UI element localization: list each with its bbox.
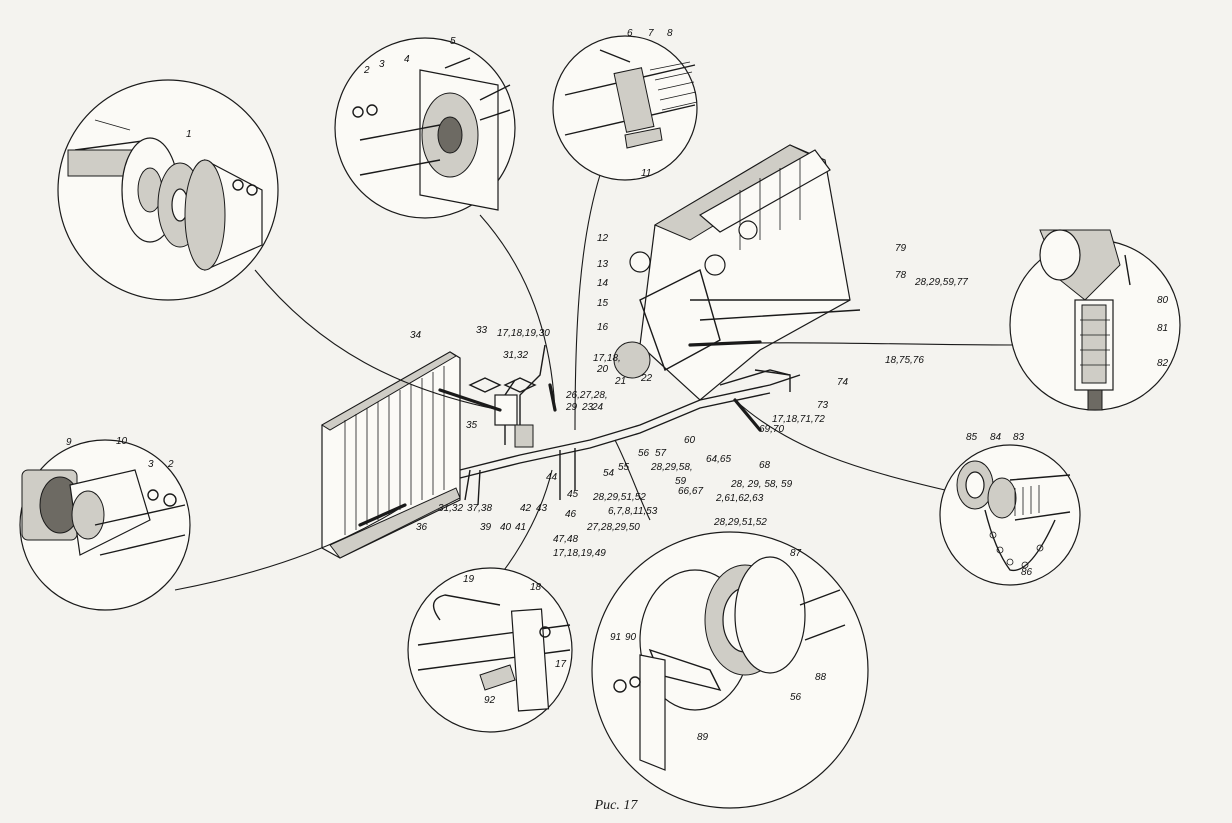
label-29: 29	[565, 402, 578, 413]
label-68: 68	[759, 460, 771, 471]
label-31-32-bottom: 31,32	[438, 503, 463, 514]
leader-curves	[174, 174, 1016, 611]
label-26-27-28: 26,27,28,	[565, 390, 608, 401]
label-4: 4	[404, 54, 410, 65]
label-56-bottom: 56	[790, 692, 802, 703]
label-2-61-62-63: 2,61,62,63	[715, 493, 764, 504]
label-86: 86	[1021, 567, 1033, 578]
label-22: 22	[640, 373, 653, 384]
label-17-18-19-30: 17,18,19,30	[497, 328, 550, 339]
label-56-top: 56	[638, 448, 650, 459]
label-43: 43	[536, 503, 548, 514]
label-17: 17	[555, 659, 567, 670]
label-92: 92	[484, 695, 496, 706]
label-90: 90	[625, 632, 637, 643]
label-7: 7	[648, 28, 654, 39]
label-44: 44	[546, 472, 558, 483]
label-64-65: 64,65	[706, 454, 731, 465]
part-labels: 1 2 3 4 5 6 7 8 11 12 13 14 15 16 17,18,…	[66, 28, 1169, 743]
detail-circle-flange-left	[19, 439, 191, 611]
label-16: 16	[597, 322, 609, 333]
label-36: 36	[416, 522, 428, 533]
detail-circle-flange-bolt	[334, 37, 516, 219]
label-47-48: 47,48	[553, 534, 578, 545]
label-9: 9	[66, 437, 72, 448]
label-81: 81	[1157, 323, 1168, 334]
label-18: 18	[530, 582, 542, 593]
label-66-67: 66,67	[678, 486, 703, 497]
label-33: 33	[476, 325, 488, 336]
label-14: 14	[597, 278, 609, 289]
detail-circle-bracket	[407, 567, 573, 733]
label-17-18-19-49: 17,18,19,49	[553, 548, 606, 559]
label-17-18-71-72: 17,18,71,72	[772, 414, 825, 425]
label-84: 84	[990, 432, 1002, 443]
label-6: 6	[627, 28, 633, 39]
label-42: 42	[520, 503, 532, 514]
label-3: 3	[379, 59, 385, 70]
label-6-7-8-11-53: 6,7,8,11,53	[608, 506, 658, 517]
label-11: 11	[641, 168, 651, 179]
figure-caption: Рис. 17	[594, 798, 638, 813]
label-74: 74	[837, 377, 849, 388]
label-41: 41	[515, 522, 526, 533]
label-5: 5	[450, 36, 456, 47]
detail-circle-hose-clamp	[552, 35, 698, 181]
label-20: 20	[596, 364, 609, 375]
label-28-29-58-59: 28, 29, 58, 59	[730, 479, 793, 490]
label-89: 89	[697, 732, 709, 743]
label-91: 91	[610, 632, 621, 643]
label-1: 1	[186, 129, 192, 140]
label-60: 60	[684, 435, 696, 446]
label-82: 82	[1157, 358, 1169, 369]
label-73: 73	[817, 400, 829, 411]
engine-block	[613, 144, 861, 401]
label-79: 79	[895, 243, 907, 254]
label-21: 21	[614, 376, 626, 387]
label-35: 35	[466, 420, 478, 431]
label-78: 78	[895, 270, 907, 281]
label-34: 34	[410, 330, 422, 341]
label-27-28-29-50: 27,28,29,50	[586, 522, 640, 533]
label-13: 13	[597, 259, 609, 270]
label-69-70: 69,70	[759, 424, 784, 435]
label-28-29-51-52-mid: 28,29,51,52	[592, 492, 646, 503]
label-59: 59	[675, 476, 687, 487]
label-83: 83	[1013, 432, 1025, 443]
label-8: 8	[667, 28, 673, 39]
label-24: 24	[591, 402, 604, 413]
label-40: 40	[500, 522, 512, 533]
label-80: 80	[1157, 295, 1169, 306]
label-28-29-51-52-bottom: 28,29,51,52	[713, 517, 767, 528]
label-28-29-58: 28,29,58,	[650, 462, 693, 473]
label-3-left: 3	[148, 459, 154, 470]
detail-circle-fitting	[1009, 229, 1181, 411]
label-10: 10	[116, 436, 128, 447]
label-54: 54	[603, 468, 615, 479]
label-37-38: 37,38	[467, 503, 492, 514]
label-57: 57	[655, 448, 667, 459]
label-15: 15	[597, 298, 609, 309]
label-23: 23	[581, 402, 594, 413]
label-19: 19	[463, 574, 475, 585]
label-12: 12	[597, 233, 609, 244]
label-55: 55	[618, 462, 630, 473]
detail-circle-cap-chain	[939, 444, 1081, 586]
detail-circle-flange-gasket	[57, 79, 279, 301]
label-31-32-top: 31,32	[503, 350, 528, 361]
detail-circle-flange-bolts	[591, 531, 869, 809]
label-87: 87	[790, 548, 802, 559]
label-17-18: 17,18,	[593, 353, 621, 364]
label-39: 39	[480, 522, 492, 533]
radiator	[321, 351, 461, 559]
label-2-left: 2	[167, 459, 174, 470]
label-45: 45	[567, 489, 579, 500]
label-46: 46	[565, 509, 577, 520]
label-2: 2	[363, 65, 370, 76]
label-18-75-76: 18,75,76	[885, 355, 924, 366]
label-28-29-59-77: 28,29,59,77	[914, 277, 968, 288]
label-88: 88	[815, 672, 827, 683]
label-85: 85	[966, 432, 978, 443]
